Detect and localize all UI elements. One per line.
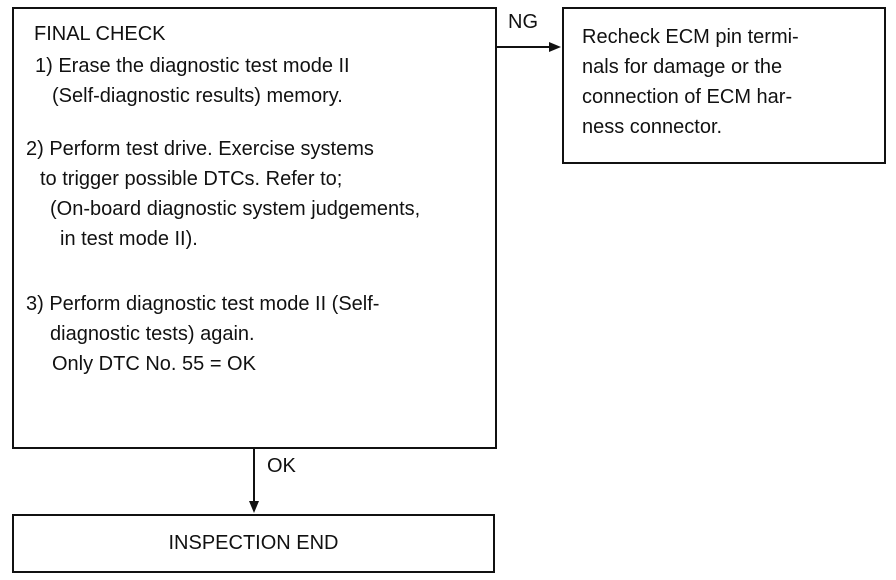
ng-action-text: Recheck ECM pin termi- nals for damage o…	[582, 22, 799, 142]
ng-action-line: ness connector.	[582, 116, 723, 138]
ng-action-box: Recheck ECM pin termi- nals for damage o…	[562, 7, 886, 164]
inspection-end-box: INSPECTION END	[12, 514, 495, 573]
step-1-line: 1) Erase the diagnostic test mode II	[35, 55, 350, 77]
ng-action-line: connection of ECM har-	[582, 86, 793, 108]
step-2-line: in test mode II).	[60, 228, 198, 250]
step-1-line: (Self-diagnostic results) memory.	[52, 85, 343, 107]
inspection-end-label: INSPECTION END	[168, 532, 339, 554]
ng-action-line: nals for damage or the	[582, 56, 783, 78]
final-check-title: FINAL CHECK	[34, 23, 166, 45]
ng-arrowhead	[549, 42, 561, 52]
step-2-line: (On-board diagnostic system judgements,	[50, 198, 421, 220]
ok-arrowhead	[249, 501, 259, 513]
step-3-line: 3) Perform diagnostic test mode II (Self…	[26, 293, 380, 315]
step-2-line: 2) Perform test drive. Exercise systems	[26, 138, 374, 160]
step-2-line: to trigger possible DTCs. Refer to;	[40, 168, 343, 190]
step-2: 2) Perform test drive. Exercise systems …	[26, 134, 420, 254]
ok-label: OK	[267, 455, 296, 477]
ng-label: NG	[508, 11, 538, 33]
step-3-line: diagnostic tests) again.	[50, 323, 255, 345]
step-1: 1) Erase the diagnostic test mode II (Se…	[35, 51, 350, 111]
step-3-line: Only DTC No. 55 = OK	[52, 353, 256, 375]
final-check-box: FINAL CHECK 1) Erase the diagnostic test…	[12, 7, 497, 449]
step-3: 3) Perform diagnostic test mode II (Self…	[26, 289, 379, 379]
ng-action-line: Recheck ECM pin termi-	[582, 26, 799, 48]
